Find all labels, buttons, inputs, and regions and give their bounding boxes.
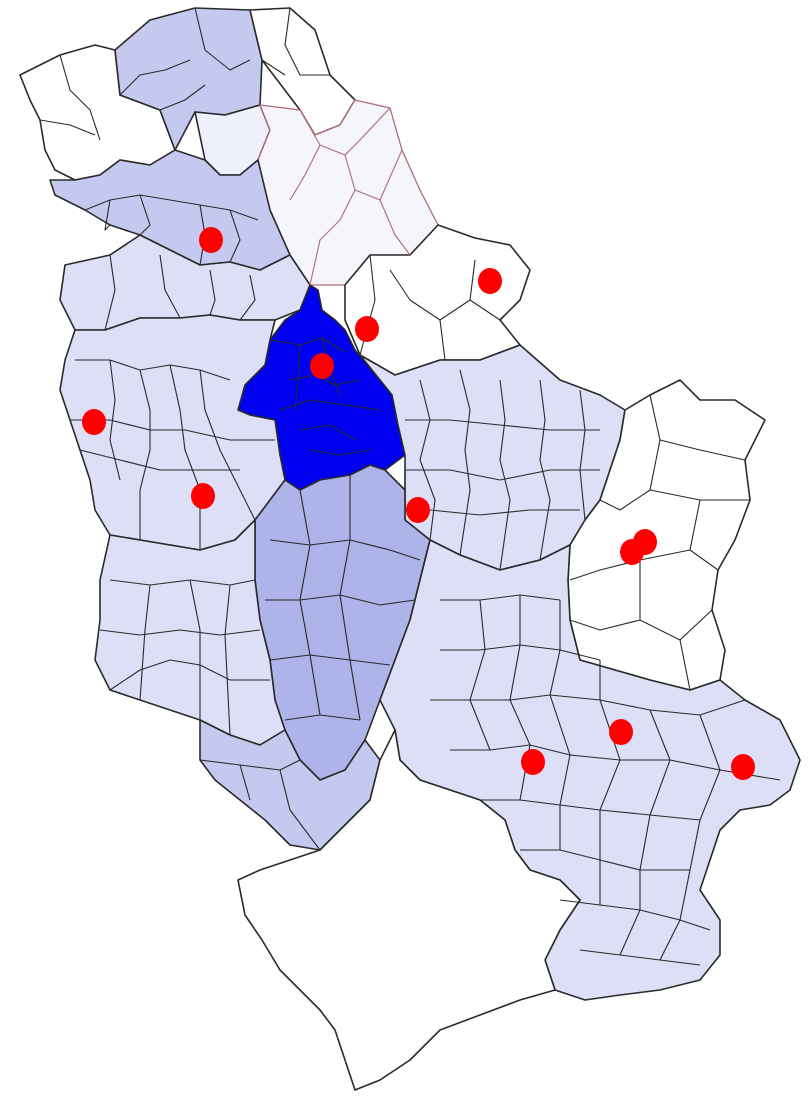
municipal-lines-west xyxy=(99,579,321,851)
marker-1[interactable] xyxy=(199,227,223,253)
municipal-lines-south-east xyxy=(430,594,781,966)
region-kosovo[interactable] xyxy=(237,729,581,1091)
municipal-lines-north xyxy=(39,7,330,141)
marker-6[interactable] xyxy=(191,483,215,509)
marker-9[interactable] xyxy=(620,539,644,565)
marker-11[interactable] xyxy=(521,749,545,775)
marker-5[interactable] xyxy=(82,409,106,435)
marker-12[interactable] xyxy=(731,754,755,780)
municipal-lines-srem xyxy=(104,254,256,331)
municipal-lines-sumadija xyxy=(70,359,275,550)
municipal-lines-east-central xyxy=(405,369,600,571)
markers xyxy=(82,227,755,780)
municipal-lines-banat xyxy=(289,107,411,286)
municipal-lines-central xyxy=(265,475,421,721)
marker-7[interactable] xyxy=(406,497,430,523)
marker-10[interactable] xyxy=(609,719,633,745)
marker-2[interactable] xyxy=(478,268,502,294)
marker-4[interactable] xyxy=(310,353,334,379)
municipal-lines-east-banat xyxy=(359,254,501,361)
marker-3[interactable] xyxy=(355,316,379,342)
municipal-lines-timok xyxy=(569,394,750,691)
